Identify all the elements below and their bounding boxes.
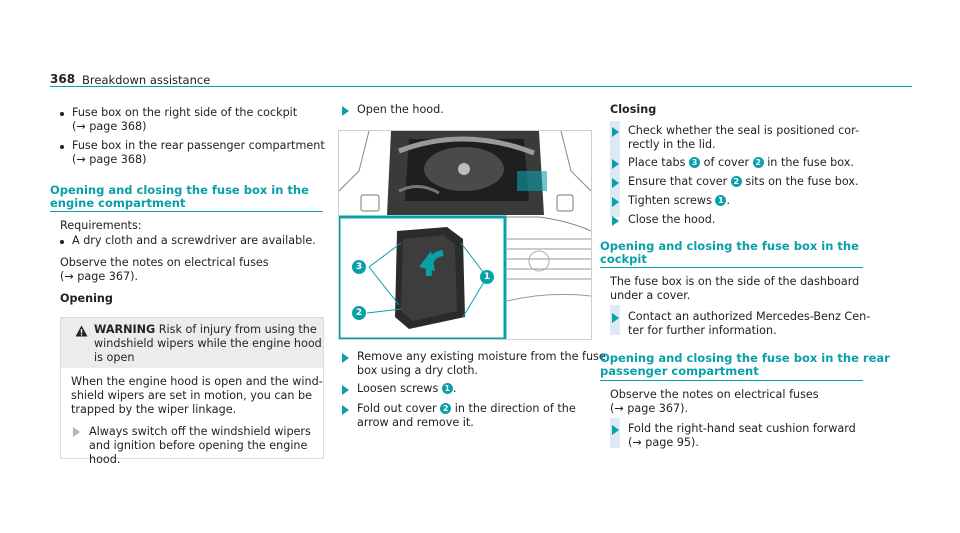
callout-badge: 2: [440, 403, 452, 414]
step-text: box using a dry cloth.: [357, 364, 478, 377]
callout-badge: 2: [752, 157, 764, 168]
section-heading-cockpit: Opening and closing the fuse box in the …: [600, 240, 859, 266]
step-arrow-icon: [612, 425, 619, 435]
step-arrow-icon: [612, 159, 619, 169]
heading-rule: [600, 267, 863, 268]
step-text: Place tabs 3 of cover 2 in the fuse box.: [628, 156, 854, 170]
callout-1: 1: [480, 270, 494, 284]
step-text-part: Place tabs: [628, 156, 686, 169]
step-text: Open the hood.: [357, 103, 444, 116]
bullet-dot-icon: [60, 145, 64, 149]
step-text-part: in the direction of the: [454, 402, 576, 415]
closing-label: Closing: [610, 103, 657, 116]
warning-step: hood.: [89, 453, 121, 466]
step-text: Fold the right-hand seat cushion forward: [628, 422, 856, 435]
bullet-text: Fuse box on the right side of the cockpi…: [72, 106, 298, 119]
observe-text: Observe the notes on electrical fuses: [60, 256, 269, 269]
warning-header: WARNING Risk of injury from using the wi…: [61, 318, 323, 368]
warning-text: Risk of injury from using the: [158, 323, 317, 336]
section-heading-rear: Opening and closing the fuse box in the …: [600, 352, 890, 378]
page-link[interactable]: (→ page 368): [72, 120, 147, 133]
step-arrow-icon: [73, 427, 80, 437]
step-text: Check whether the seal is positioned cor…: [628, 124, 860, 137]
step-text-part: Fold out cover: [357, 402, 437, 415]
heading-line: engine compartment: [50, 196, 186, 210]
step-arrow-icon: [612, 216, 619, 226]
requirements-label: Requirements:: [60, 219, 142, 232]
heading-line: cockpit: [600, 252, 647, 266]
body-text: The fuse box is on the side of the dashb…: [610, 275, 860, 288]
engine-figure: 3 1 2: [338, 130, 592, 340]
step-arrow-icon: [612, 178, 619, 188]
step-bar: [610, 121, 620, 217]
list-item: Fuse box on the right side of the cockpi…: [60, 106, 330, 136]
observe-text: Observe the notes on electrical fuses: [610, 388, 819, 401]
header-rule: [50, 86, 912, 87]
warning-triangle-icon: [75, 325, 88, 337]
step-text: rectly in the lid.: [628, 138, 716, 151]
warning-body: shield wipers are set in motion, you can…: [71, 389, 312, 402]
step-arrow-icon: [342, 385, 349, 395]
callout-badge: 2: [730, 176, 742, 187]
warning-text: is open: [94, 351, 135, 364]
warning-body: When the engine hood is open and the win…: [71, 375, 323, 388]
warning-text: windshield wipers while the engine hood: [94, 337, 322, 350]
step-text: Ensure that cover 2 sits on the fuse box…: [628, 175, 859, 189]
step-text-part: Ensure that cover: [628, 175, 728, 188]
step-arrow-icon: [612, 127, 619, 137]
step-arrow-icon: [612, 313, 619, 323]
callout-3: 3: [352, 260, 366, 274]
step-text-part: sits on the fuse box.: [745, 175, 859, 188]
running-title: Breakdown assistance: [82, 73, 211, 87]
warning-step: and ignition before opening the engine: [89, 439, 308, 452]
callout-badge: 3: [689, 157, 701, 168]
step-text-part: Loosen screws: [357, 382, 439, 395]
section-heading-engine: Opening and closing the fuse box in the …: [50, 184, 309, 210]
body-text: under a cover.: [610, 289, 691, 302]
step-text-part: in the fuse box.: [767, 156, 854, 169]
heading-rule: [600, 380, 863, 381]
page-link[interactable]: (→ page 95).: [628, 436, 699, 449]
list-item: Fuse box in the rear passenger compartme…: [60, 139, 330, 169]
engine-compartment-illustration: [339, 131, 591, 339]
page-link[interactable]: (→ page 367).: [610, 402, 689, 415]
warning-body: trapped by the wiper linkage.: [71, 403, 237, 416]
step-text-part: of cover: [703, 156, 750, 169]
step-text-part: Tighten screws: [628, 194, 712, 207]
requirement-item: A dry cloth and a screwdriver are availa…: [72, 234, 316, 247]
step-arrow-icon: [342, 353, 349, 363]
column-left: Fuse box on the right side of the cockpi…: [60, 106, 330, 169]
callout-2: 2: [352, 306, 366, 320]
page-link[interactable]: (→ page 367).: [60, 270, 139, 283]
opening-label: Opening: [60, 292, 113, 305]
step-text: Tighten screws 1.: [628, 194, 731, 207]
bullet-text: Fuse box in the rear passenger compartme…: [72, 139, 325, 152]
heading-line: Opening and closing the fuse box in the: [50, 183, 309, 197]
callout-badge: 1: [715, 195, 727, 206]
step-arrow-icon: [612, 197, 619, 207]
heading-rule: [50, 211, 323, 212]
step-text: Fold out cover 2 in the direction of the: [357, 402, 576, 416]
step-text: Contact an authorized Mercedes-Benz Cen-: [628, 310, 871, 323]
step-text: Remove any existing moisture from the fu…: [357, 350, 606, 363]
heading-line: Opening and closing the fuse box in the …: [600, 351, 890, 365]
bullet-dot-icon: [60, 112, 64, 116]
step-text: ter for further information.: [628, 324, 777, 337]
page-number: 368: [50, 72, 76, 86]
step-text: Close the hood.: [628, 213, 716, 226]
heading-line: Opening and closing the fuse box in the: [600, 239, 859, 253]
bullet-dot-icon: [60, 240, 64, 244]
warning-title: WARNING: [94, 323, 156, 336]
step-arrow-icon: [342, 106, 349, 116]
page-link[interactable]: (→ page 368): [72, 153, 147, 166]
warning-box: WARNING Risk of injury from using the wi…: [60, 317, 324, 466]
step-text: arrow and remove it.: [357, 416, 474, 429]
step-arrow-icon: [342, 405, 349, 415]
heading-line: passenger compartment: [600, 364, 759, 378]
callout-badge: 1: [441, 383, 453, 394]
step-text: Loosen screws 1.: [357, 382, 457, 395]
warning-step: Always switch off the windshield wipers: [89, 425, 311, 438]
